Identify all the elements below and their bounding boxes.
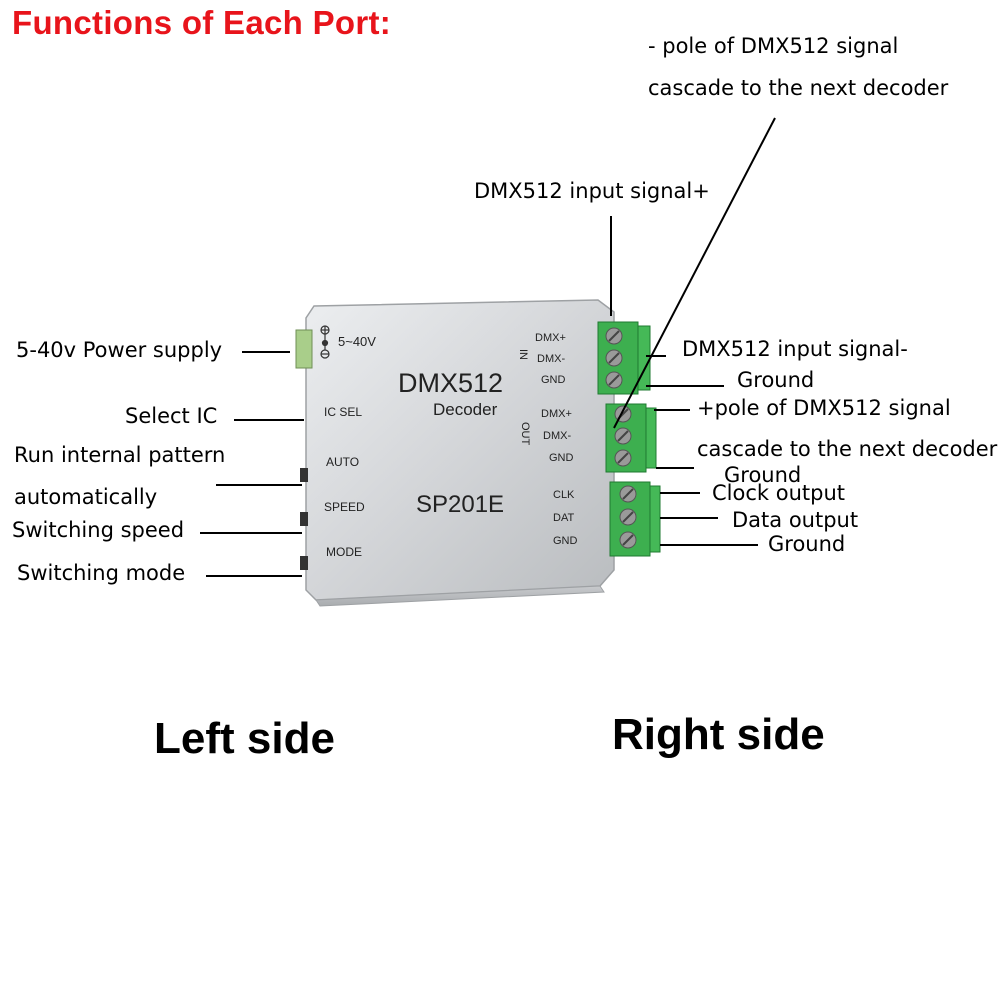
data-output-label: Data output (732, 508, 859, 532)
auto-marking: AUTO (326, 455, 359, 469)
data-pin-3: GND (553, 535, 578, 547)
power-connector (295, 329, 313, 369)
out-pin-3: GND (549, 452, 574, 464)
auto-button (300, 468, 308, 482)
speed-button (300, 512, 308, 526)
terminal-block-in (597, 321, 651, 395)
device-subtitle: Decoder (433, 400, 498, 419)
ground-in-label: Ground (737, 368, 815, 392)
auto-label-line1: Run internal pattern (14, 443, 226, 467)
device-name: DMX512 (398, 368, 503, 398)
in-marking: IN (517, 349, 529, 360)
ground-out-label: Ground (724, 463, 802, 487)
terminal-block-data (609, 481, 661, 557)
clock-output-label: Clock output (712, 481, 845, 505)
neg-pole-leader (613, 117, 776, 429)
polarity-icon (320, 325, 330, 359)
auto-label-line2: automatically (14, 485, 158, 509)
in-pin-2: DMX- (537, 353, 565, 365)
in-pin-3: GND (541, 374, 566, 386)
out-marking: OUT (519, 422, 531, 446)
input-minus-label: DMX512 input signal- (682, 337, 908, 361)
select-ic-label: Select IC (125, 404, 218, 428)
speed-label: Switching speed (12, 518, 185, 542)
pos-pole-label-line2: cascade to the next decoder (697, 437, 998, 461)
device-model: SP201E (416, 491, 504, 518)
pos-pole-label-line1: +pole of DMX512 signal (697, 396, 951, 420)
left-side-caption: Left side (154, 714, 335, 763)
power-supply-label: 5-40v Power supply (16, 338, 223, 362)
mode-marking: MODE (326, 545, 362, 559)
mode-button (300, 556, 308, 570)
neg-pole-label-line2: cascade to the next decoder (648, 76, 949, 100)
in-pin-1: DMX+ (535, 332, 566, 344)
ic-sel-marking: IC SEL (324, 405, 362, 419)
out-pin-2: DMX- (543, 430, 571, 442)
neg-pole-label-line1: - pole of DMX512 signal (648, 34, 899, 58)
right-side-caption: Right side (612, 710, 825, 759)
terminal-block-out (605, 403, 657, 473)
data-pin-2: DAT (553, 512, 574, 524)
speed-marking: SPEED (324, 500, 365, 514)
decoder-housing (295, 299, 615, 607)
callout-lines (200, 117, 776, 577)
power-marking: 5~40V (338, 334, 376, 349)
input-plus-label: DMX512 input signal+ (474, 179, 710, 203)
ground-data-label: Ground (768, 532, 846, 556)
data-pin-1: CLK (553, 489, 575, 501)
mode-label: Switching mode (17, 561, 186, 585)
page-title: Functions of Each Port: (12, 4, 392, 41)
out-pin-1: DMX+ (541, 408, 572, 420)
